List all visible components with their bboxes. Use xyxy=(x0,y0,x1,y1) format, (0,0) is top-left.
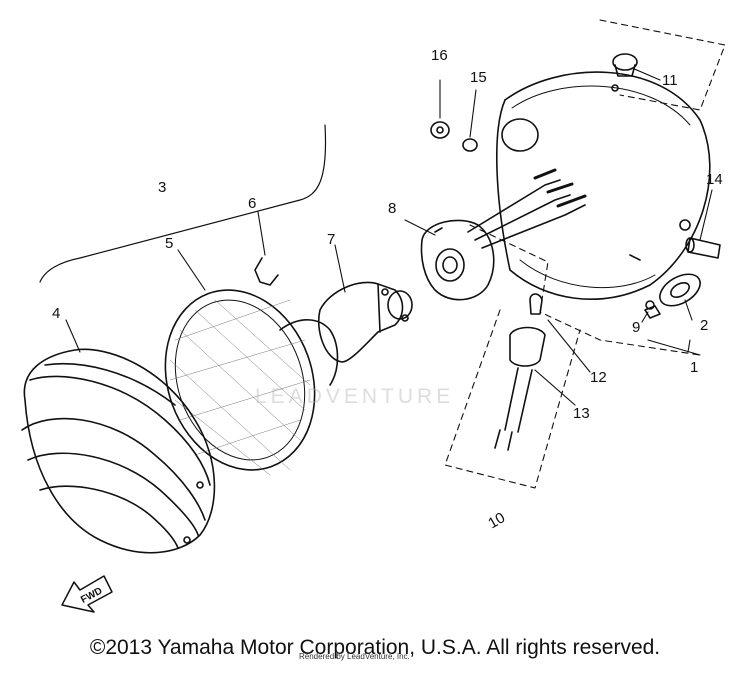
nut-9 xyxy=(644,305,661,319)
leader-lines xyxy=(65,67,713,406)
callout-6: 6 xyxy=(248,195,256,212)
headlight-housing xyxy=(495,71,711,310)
callout-10: 10 xyxy=(485,509,508,532)
assembly-bracket-3 xyxy=(39,124,327,283)
copyright-text: ©2013 Yamaha Motor Corporation, U.S.A. A… xyxy=(89,636,661,659)
callout-9: 9 xyxy=(632,319,640,336)
callout-1: 1 xyxy=(690,359,698,376)
headlight-bulb xyxy=(318,281,413,363)
callout-5: 5 xyxy=(165,235,173,252)
pilot-lamp-socket-13 xyxy=(494,326,546,451)
pilot-bulb-12 xyxy=(529,293,543,315)
callout-12: 12 xyxy=(590,369,607,386)
callout-14: 14 xyxy=(706,171,723,188)
wire-leads xyxy=(467,168,587,249)
rendered-by-text: Rendered by LeadVenture, Inc. xyxy=(299,652,410,661)
bolt-14 xyxy=(685,237,721,259)
callout-16: 16 xyxy=(431,47,448,64)
callout-15: 15 xyxy=(470,69,487,86)
callout-3: 3 xyxy=(158,179,166,196)
watermark-text: LEADVENTURE xyxy=(255,385,455,408)
fwd-arrow-icon: FWD xyxy=(61,575,113,613)
sealed-beam-lens xyxy=(164,289,339,476)
assembly-box-11 xyxy=(599,19,726,111)
retaining-clip xyxy=(254,257,279,286)
callout-4: 4 xyxy=(52,305,60,322)
callout-13: 13 xyxy=(573,405,590,422)
grommet-11 xyxy=(612,53,638,77)
bulb-socket xyxy=(420,219,495,301)
callout-7: 7 xyxy=(327,231,335,248)
callout-8: 8 xyxy=(388,200,396,217)
headlight-guard-rim xyxy=(21,348,216,554)
assembly-box-10 xyxy=(444,309,581,489)
callout-2: 2 xyxy=(700,317,708,334)
callout-11: 11 xyxy=(662,72,678,89)
washer-2 xyxy=(659,273,701,307)
nut-16 xyxy=(430,121,450,139)
callouts: 1 2 3 4 5 6 7 8 9 10 11 12 13 14 15 16 xyxy=(52,47,723,532)
washer-15 xyxy=(462,138,478,152)
